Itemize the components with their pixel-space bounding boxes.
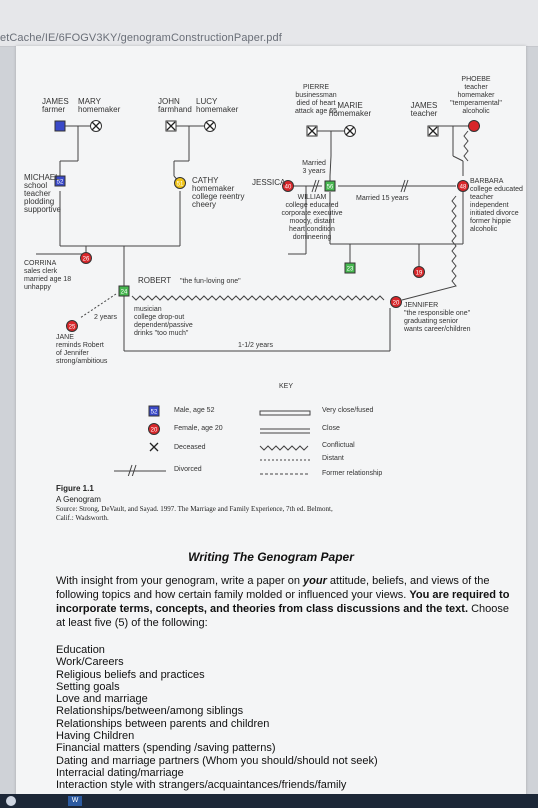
symbol-child-19 [413,266,425,278]
list-item: Education [56,644,105,656]
list-item: Interaction style with strangers/acquain… [56,779,347,792]
symbol-child-23 [344,262,356,274]
symbol-jane-age: 25 [69,324,76,330]
symbol-corrina [80,252,92,264]
person-william: WILLIAM college educated corporate execu… [281,194,343,241]
symbol-jennifer [390,296,402,308]
robert-description: musician college drop-out dependent/pass… [134,306,193,337]
intro-your: your [303,575,327,587]
taskbar: W [0,794,538,808]
married-15-years: Married 15 years [356,195,409,202]
robert-note: "the fun-loving one" [180,278,241,285]
list-item: Love and marriage [56,693,148,706]
list-item: Relationships between parents and childr… [56,717,270,730]
symbol-corrina-age: 26 [83,256,90,262]
intro-text-1: With insight from your genogram, write a… [56,575,304,587]
list-item: Religious beliefs and practices [56,668,205,681]
person-john: JOHN farmhand [158,97,192,114]
key-female: Female, age 20 [174,425,223,432]
person-lucy: LUCY homemaker [196,97,239,114]
person-pierre: PIERRE businessman died of heart attack … [294,84,338,115]
symbol-cathy-age: 51 [177,181,184,187]
list-item: Dating and marriage partners (Whom you s… [56,754,378,767]
key-conflictual: Conflictual [322,442,355,449]
key-female-symbol-age: 20 [151,427,158,433]
person-michael: MICHAEL school teacher plodding supporti… [24,173,61,214]
list-item: Having Children [56,730,135,743]
symbol-michael-age: 52 [57,179,64,185]
key-deceased: Deceased [174,444,206,451]
key-distant: Distant [322,455,344,462]
person-robert: ROBERT [138,276,172,285]
symbol-child-19-age: 19 [416,270,423,276]
person-mary: MARY homemaker [78,97,121,114]
key-title: KEY [278,383,294,390]
browser-address-bar[interactable]: etCache/IE/6FOGV3KY/genogramConstruction… [0,0,538,47]
symbol-james-grandfather [54,120,66,132]
key-very-close: Very close/fused [322,407,374,414]
list-item: Work/Careers [56,656,124,669]
figure-number: Figure 1.1 [56,484,94,493]
deceased-mark-marie [345,126,355,136]
person-marie: MARIE homemaker [328,101,372,118]
deceased-mark-john [166,121,176,131]
person-jane: JANE reminds Robert of Jennifer strong/a… [56,334,108,365]
list-item: Setting goals [56,680,120,693]
symbol-child-23-age: 23 [347,266,354,272]
symbol-jessica-age: 40 [285,184,292,190]
symbol-william [324,180,336,192]
intro-text-2: attitude, beliefs, and views of the foll… [56,575,490,601]
symbol-robert-age: 24 [121,289,128,295]
one-half-years: 1-1/2 years [238,342,274,349]
key-male: Male, age 52 [174,407,215,414]
person-jessica: JESSICA [252,178,286,187]
symbol-robert [118,285,130,297]
list-item: Financial matters (spending /saving patt… [56,742,276,755]
key-male-symbol-age: 52 [151,409,158,415]
symbol-jane [66,320,78,332]
person-phoebe: PHOEBE teacher homemaker "temperamental"… [450,76,502,115]
word-app-icon[interactable]: W [68,796,82,806]
symbol-william-age: 56 [327,184,334,190]
symbol-barbara-age: 48 [460,184,467,190]
symbol-jessica [282,180,294,192]
intro-text-3: Choose at least five (5) of the followin… [56,603,509,629]
symbol-michael [54,175,66,187]
key-former: Former relationship [322,470,383,477]
deceased-mark-mary [91,121,101,131]
symbol-barbara [457,180,469,192]
person-jennifer: JENNIFER "the responsible one" graduatin… [404,302,471,333]
person-james-father: JAMES teacher [410,101,438,118]
deceased-mark-lucy [205,121,215,131]
figure-caption: Figure 1.1 A Genogram Source: Strong, De… [56,483,333,523]
intro-required: You are required to incorporate terms, c… [56,589,510,615]
genogram-diagram: 52 51 40 56 48 26 24 23 19 20 25 52 20 [36,120,480,476]
figure-title: A Genogram [56,495,101,504]
assignment-intro: With insight from your genogram, write a… [56,574,516,630]
key-male-symbol [148,405,160,417]
key-deceased-mark [149,442,159,452]
symbol-cathy [174,177,186,189]
start-button[interactable] [6,796,16,806]
key-close: Close [322,425,340,432]
person-corrina: CORRINA sales clerk married age 18 unhap… [24,260,72,291]
topic-list: Education Work/Careers Religious beliefs… [56,644,516,792]
symbol-phoebe [468,120,480,132]
person-barbara: BARBARA college educated teacher indepen… [470,178,523,233]
symbol-jennifer-age: 20 [393,300,400,306]
list-item: Relationships/between/among siblings [56,705,244,718]
two-years: 2 years [94,314,117,321]
figure-source: Source: Strong, DeVault, and Sayad. 1997… [56,505,333,522]
deceased-mark-pierre [307,126,317,136]
key-female-symbol [148,423,160,435]
married-3-years: Married 3 years [302,160,326,175]
person-james-grandfather: JAMES farmer [42,97,69,114]
key-divorced: Divorced [174,466,202,473]
url-text[interactable]: etCache/IE/6FOGV3KY/genogramConstruction… [0,32,282,44]
list-item: Interracial dating/marriage [56,766,184,779]
person-cathy: CATHY homemaker college reentry cheery [192,176,245,209]
assignment-heading: Writing The Genogram Paper [188,550,354,564]
deceased-mark-james [428,126,438,136]
